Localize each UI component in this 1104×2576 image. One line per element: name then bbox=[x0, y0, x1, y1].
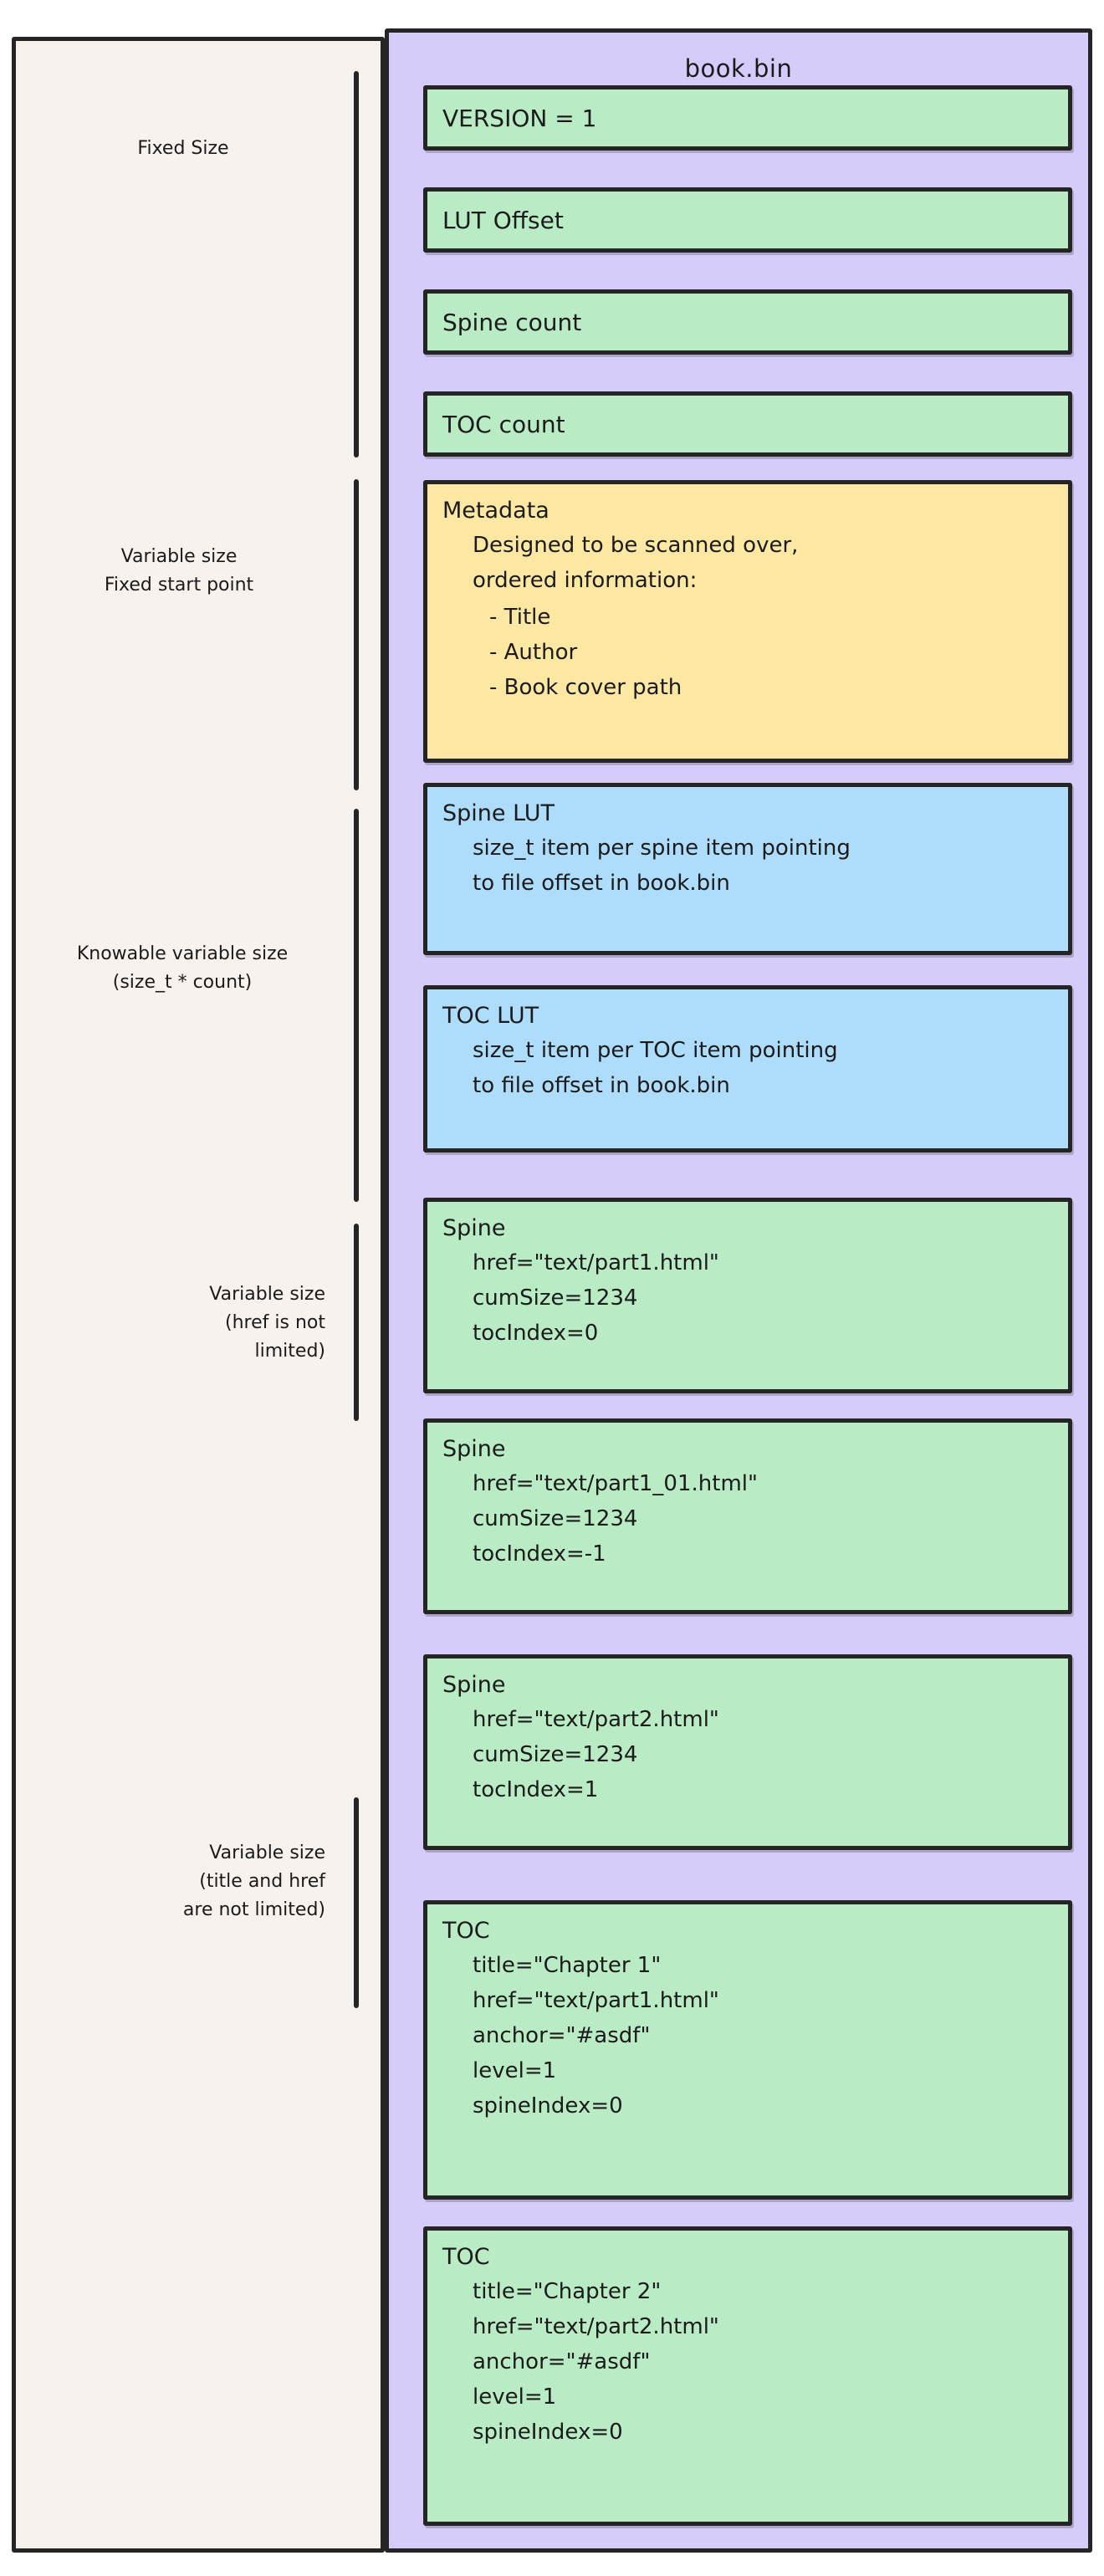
annotation-variable-href: Variable size (href is not limited) bbox=[209, 1284, 325, 1362]
block-metadata: Metadata Designed to be scanned over, or… bbox=[423, 480, 1072, 763]
bracket-variable-fixed-start bbox=[354, 479, 359, 790]
field-version-label: VERSION = 1 bbox=[442, 105, 597, 132]
page-title: book.bin bbox=[684, 54, 793, 83]
block-metadata-description: Designed to be scanned over, ordered inf… bbox=[473, 533, 799, 593]
block-toc-0-title: TOC bbox=[442, 1918, 490, 1944]
block-spine-lut-title: Spine LUT bbox=[442, 800, 555, 826]
block-spine-1-fields: href="text/part1_01.html" cumSize=1234 t… bbox=[473, 1471, 758, 1567]
block-toc-0: TOC title="Chapter 1" href="text/part1.h… bbox=[423, 1900, 1072, 2200]
bracket-knowable-variable bbox=[354, 809, 359, 1202]
block-spine-0-title: Spine bbox=[442, 1215, 506, 1241]
annotations-panel: Fixed Size Variable size Fixed start poi… bbox=[12, 37, 385, 2553]
block-spine-0: Spine href="text/part1.html" cumSize=123… bbox=[423, 1198, 1072, 1393]
annotation-knowable-variable: Knowable variable size (size_t * count) bbox=[76, 943, 289, 993]
block-spine-1-title: Spine bbox=[442, 1436, 506, 1462]
block-spine-2-title: Spine bbox=[442, 1672, 506, 1698]
block-spine-1: Spine href="text/part1_01.html" cumSize=… bbox=[423, 1418, 1072, 1614]
annotation-fixed-size: Fixed Size bbox=[137, 138, 229, 159]
block-metadata-title: Metadata bbox=[442, 498, 549, 524]
bracket-variable-href bbox=[354, 1224, 359, 1421]
field-lut-offset-label: LUT Offset bbox=[442, 207, 564, 234]
block-toc-0-fields: title="Chapter 1" href="text/part1.html"… bbox=[473, 1953, 719, 2119]
annotation-variable-title-href: Variable size (title and href are not li… bbox=[182, 1843, 325, 1920]
block-toc-lut-description: size_t item per TOC item pointing to fil… bbox=[473, 1038, 838, 1098]
bracket-fixed-size bbox=[354, 71, 359, 457]
field-spine-count: Spine count bbox=[423, 289, 1072, 355]
block-toc-lut: TOC LUT size_t item per TOC item pointin… bbox=[423, 985, 1072, 1153]
block-toc-1-title: TOC bbox=[442, 2244, 490, 2270]
block-spine-lut-description: size_t item per spine item pointing to f… bbox=[473, 836, 851, 896]
block-toc-1-fields: title="Chapter 2" href="text/part2.html"… bbox=[473, 2279, 719, 2445]
block-toc-1: TOC title="Chapter 2" href="text/part2.h… bbox=[423, 2226, 1072, 2526]
block-spine-2: Spine href="text/part2.html" cumSize=123… bbox=[423, 1654, 1072, 1850]
field-toc-count-label: TOC count bbox=[442, 411, 565, 438]
field-version: VERSION = 1 bbox=[423, 85, 1072, 151]
annotation-variable-fixed-start: Variable size Fixed start point bbox=[104, 546, 254, 595]
block-spine-0-fields: href="text/part1.html" cumSize=1234 tocI… bbox=[473, 1250, 719, 1346]
field-toc-count: TOC count bbox=[423, 391, 1072, 457]
block-spine-lut: Spine LUT size_t item per spine item poi… bbox=[423, 783, 1072, 955]
field-lut-offset: LUT Offset bbox=[423, 187, 1072, 253]
block-metadata-bullets: - Title - Author - Book cover path bbox=[489, 605, 682, 700]
block-toc-lut-title: TOC LUT bbox=[442, 1003, 539, 1029]
field-spine-count-label: Spine count bbox=[442, 309, 582, 336]
bracket-variable-title-href bbox=[354, 1797, 359, 2008]
block-spine-2-fields: href="text/part2.html" cumSize=1234 tocI… bbox=[473, 1707, 719, 1802]
